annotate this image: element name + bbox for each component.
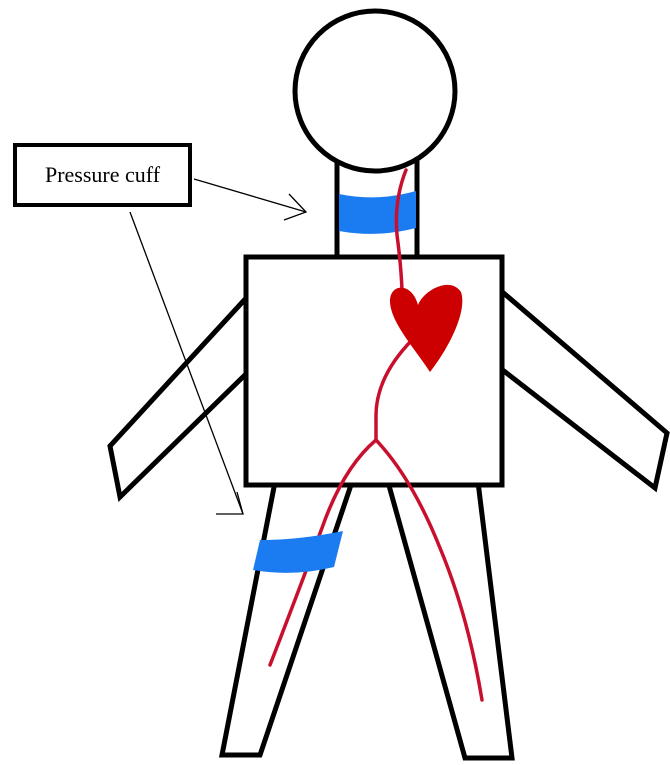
neck-pressure-cuff xyxy=(339,191,416,234)
torso xyxy=(246,257,502,485)
right-leg xyxy=(388,482,512,758)
pressure-cuff-label-box: Pressure cuff xyxy=(13,143,192,207)
left-arm xyxy=(110,296,248,497)
pressure-cuff-label: Pressure cuff xyxy=(45,162,160,188)
right-arm xyxy=(500,290,667,488)
pointer-line-neck xyxy=(194,179,306,212)
head xyxy=(295,11,455,171)
